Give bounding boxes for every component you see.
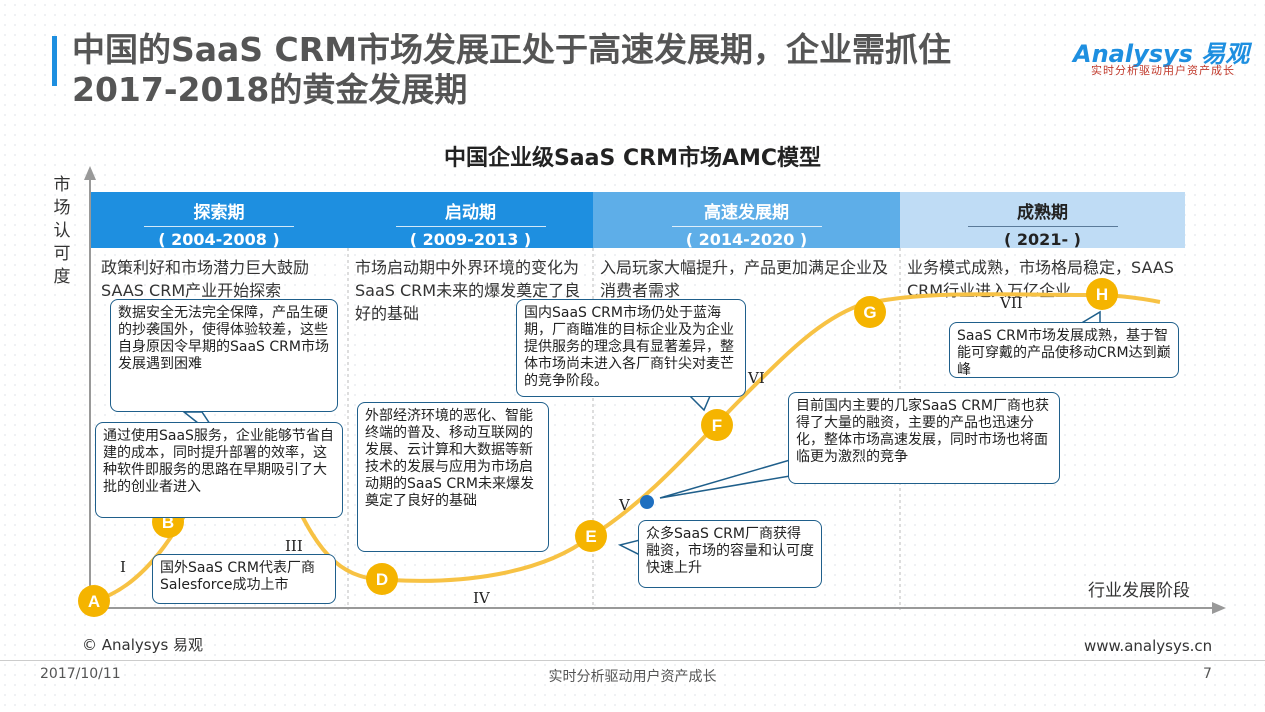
stage-band-exploration: 探索期 ( 2004-2008 ) [90,192,348,249]
node-g: G [854,296,886,328]
phase-label-iii: III [285,537,303,555]
callout-b: 通过使用SaaS服务，企业能够节省自建的成本，同时提升部署的效率，这种软件即服务… [95,422,343,518]
stage-band-startup: 启动期 ( 2009-2013 ) [348,192,593,249]
node-a: A [78,585,110,617]
svg-text:E: E [585,527,596,546]
stage-desc-exploration: 政策利好和市场潜力巨大鼓励SAAS CRM产业开始探索 [101,258,310,300]
title-accent-bar [52,36,57,86]
phase-label-vii: VII [999,294,1023,312]
stage-band-maturity: 成熟期 ( 2021- ) [900,192,1185,249]
node-e: E [575,520,607,552]
analysys-logo: Analysys 易观 实时分析驱动用户资产成长 [1073,34,1249,78]
callout-f: 国内SaaS CRM市场仍处于蓝海期，厂商瞄准的目标企业及为企业提供服务的理念具… [516,299,746,397]
stage-years: ( 2004-2008 ) [158,230,280,249]
phase-label-iv: IV [473,589,491,607]
callout-e: 众多SaaS CRM厂商获得融资，市场的容量和认可度快速上升 [638,520,822,588]
node-d: D [366,563,398,595]
logo-slogan: 实时分析驱动用户资产成长 [1091,64,1235,77]
logo-brand: Analysys 易观 [1073,40,1250,68]
callout-c: 数据安全无法完全保障，产品生硬的抄袭国外，使得体验较差，这些自身原因令早期的Sa… [110,299,338,412]
phase-label-vi: VI [747,369,765,387]
callout-pointer [688,395,712,412]
footer-slogan: 实时分析驱动用户资产成长 [548,669,717,685]
current-position-dot [640,495,654,509]
title-line-1: 中国的SaaS CRM市场发展正处于高速发展期，企业需抓住 [72,30,952,69]
stage-name: 启动期 [445,203,496,223]
stage-years: ( 2021- ) [1004,230,1081,249]
callout-g: 目前国内主要的几家SaaS CRM厂商也获得了大量的融资，主要的产品也迅速分化，… [788,392,1060,484]
svg-text:G: G [863,303,876,322]
stage-years: ( 2009-2013 ) [409,230,532,249]
callout-a: 国外SaaS CRM代表厂商Salesforce成功上市 [152,554,336,604]
stage-divider [144,226,294,227]
y-axis-label: 市场认可度 [53,175,71,287]
callout-pointer [617,539,641,557]
footer-date: 2017/10/11 [40,666,121,682]
svg-text:A: A [88,592,100,611]
phase-label-v: V [618,496,631,514]
stage-divider [395,226,546,227]
svg-text:H: H [1096,285,1108,304]
callout-d: 外部经济环境的恶化、智能终端的普及、移动互联网的发展、云计算和大数据等新技术的发… [357,402,549,552]
x-axis-label: 行业发展阶段 [1088,581,1190,601]
node-h: H [1086,278,1118,310]
node-f: F [701,409,733,441]
diagram-title: 中国企业级SaaS CRM市场AMC模型 [443,146,822,171]
page-title: 中国的SaaS CRM市场发展正处于高速发展期，企业需抓住 2017-2018的… [72,30,1052,110]
title-line-2: 2017-2018的黄金发展期 [72,70,468,109]
website-link[interactable]: www.analysys.cn [1084,637,1213,655]
stage-band-rapid-growth: 高速发展期 ( 2014-2020 ) [593,192,900,249]
stage-name: 高速发展期 [704,203,789,223]
svg-text:D: D [376,570,388,589]
stage-divider [967,226,1118,227]
stage-divider [671,226,822,227]
phase-label-i: I [120,558,126,576]
x-axis-arrow [1212,602,1226,614]
stage-desc-startup: 市场启动期中外界环境的变化为SaaS CRM未来的爆发奠定了良好的基础 [355,258,581,323]
copyright-text: © Analysys 易观 [82,636,204,654]
stage-name: 成熟期 [1017,203,1068,223]
page-number: 7 [1203,666,1212,682]
stage-years: ( 2014-2020 ) [685,230,808,249]
callout-h: SaaS CRM市场发展成熟，基于智能可穿戴的产品使移动CRM达到巅峰 [949,322,1179,378]
y-axis-arrow [84,166,96,180]
callout-pointer [659,458,791,499]
stage-name: 探索期 [193,203,245,223]
svg-text:F: F [712,416,722,435]
footer-divider [0,660,1265,661]
stage-desc-rapid-growth: 入局玩家大幅提升，产品更加满足企业及消费者需求 [600,258,889,300]
